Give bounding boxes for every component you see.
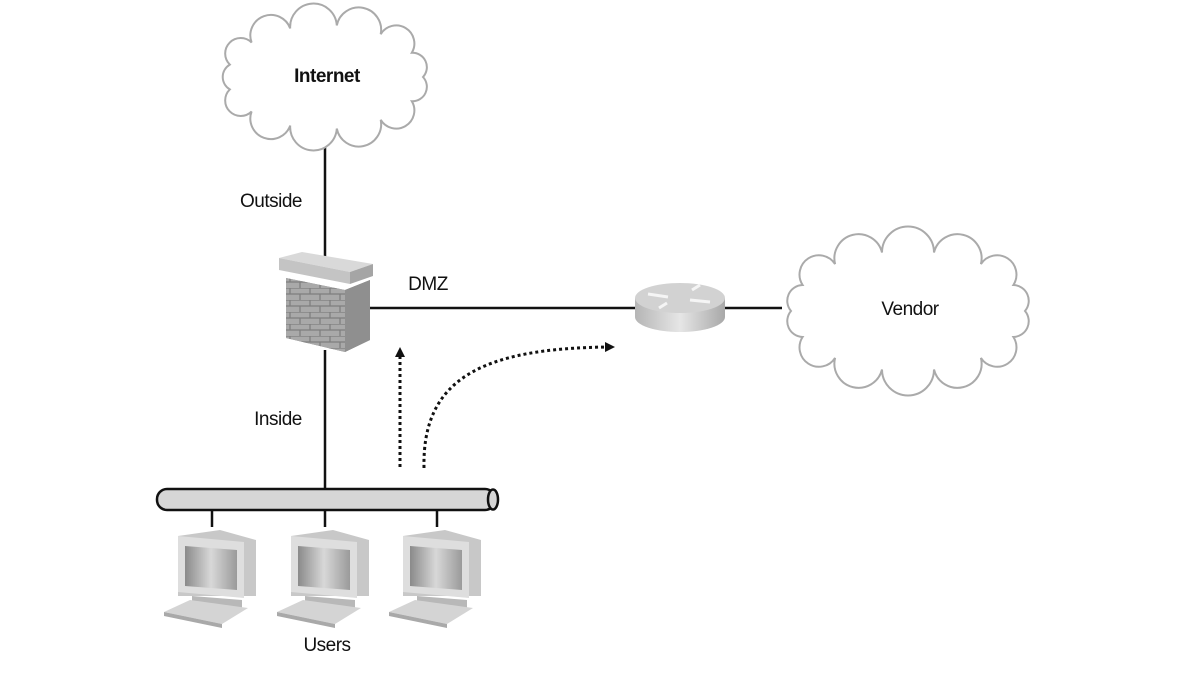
outside-label: Outside: [240, 191, 302, 212]
internet-cloud-icon: [221, 2, 428, 152]
internet-label: Internet: [294, 66, 361, 87]
network-bus-icon: [155, 487, 500, 512]
users-label: Users: [303, 635, 350, 656]
vendor-cloud-icon: [786, 225, 1030, 397]
computer-icon: [389, 510, 481, 628]
router-icon: [635, 283, 725, 332]
flow-arrow-to-router: [422, 342, 615, 469]
computer-icon: [164, 510, 256, 628]
firewall-icon: [279, 252, 373, 352]
inside-label: Inside: [254, 409, 302, 430]
dmz-label: DMZ: [408, 274, 449, 295]
vendor-label: Vendor: [881, 299, 939, 320]
computer-icon: [277, 510, 369, 628]
